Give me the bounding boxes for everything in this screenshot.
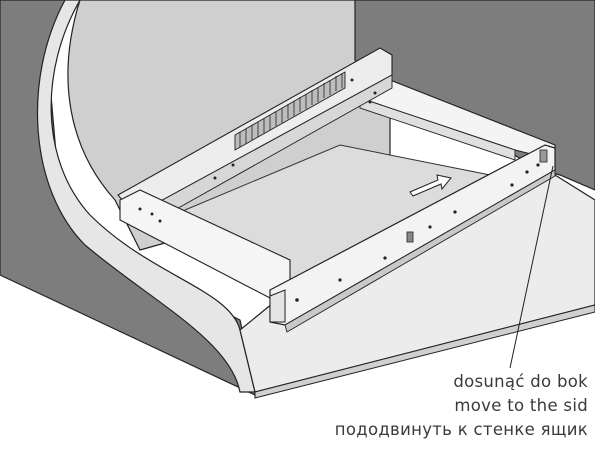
rack-teeth <box>239 73 343 147</box>
caption-russian: пододвинуть к стенке ящик <box>334 420 588 439</box>
runner-rack <box>234 71 346 151</box>
rail-holes <box>138 78 377 223</box>
front-rail-end-left <box>269 289 286 323</box>
caption-polish: dosunąć do bok <box>453 372 588 391</box>
direction-arrow-icon <box>409 174 452 197</box>
caption: dosunąć do bok move to the sid пододвину… <box>335 370 588 442</box>
leader-line <box>509 165 554 369</box>
front-rail-clip <box>406 231 414 243</box>
floor-front-edge <box>254 304 595 399</box>
front-rail-end-bracket <box>539 149 548 163</box>
front-rail-holes <box>295 163 540 302</box>
caption-english: move to the sid <box>454 396 588 415</box>
curved-side-edge <box>36 0 256 393</box>
